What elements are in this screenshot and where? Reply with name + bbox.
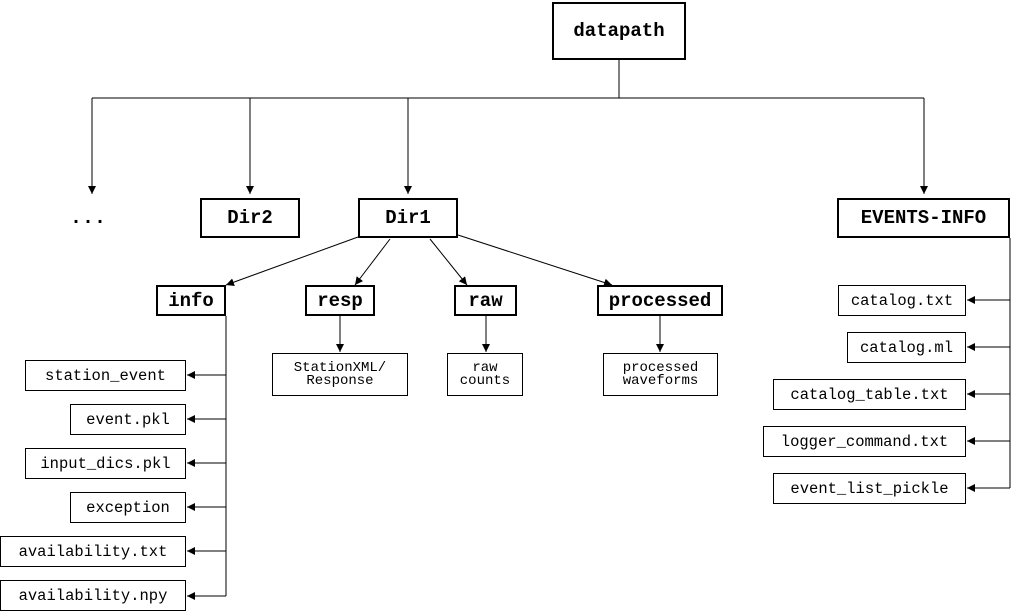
arrow-to-info — [225, 236, 359, 287]
file-event-pkl[interactable]: event.pkl — [70, 404, 186, 435]
file-availability-npy[interactable]: availability.npy — [0, 580, 186, 611]
resp-description: StationXML/ Response — [272, 353, 408, 396]
file-catalog-txt[interactable]: catalog.txt — [838, 285, 966, 316]
processed-node[interactable]: processed — [597, 285, 723, 316]
dir1-node[interactable]: Dir1 — [358, 198, 458, 238]
processed-description: processed waveforms — [603, 353, 718, 396]
file-station-event[interactable]: station_event — [25, 360, 186, 391]
file-event-list-pickle[interactable]: event_list_pickle — [773, 473, 966, 504]
file-logger-command-txt[interactable]: logger_command.txt — [763, 426, 966, 457]
file-catalog-table-txt[interactable]: catalog_table.txt — [773, 379, 966, 410]
events-info-node[interactable]: EVENTS-INFO — [837, 198, 1010, 238]
file-exception[interactable]: exception — [70, 492, 186, 523]
more-dirs-ellipsis: ... — [70, 207, 107, 230]
info-node[interactable]: info — [156, 285, 226, 316]
dir2-node[interactable]: Dir2 — [200, 198, 300, 238]
raw-node[interactable]: raw — [454, 285, 517, 316]
raw-description: raw counts — [447, 353, 523, 396]
resp-node[interactable]: resp — [305, 285, 375, 316]
arrow-to-resp — [354, 238, 391, 286]
file-catalog-ml[interactable]: catalog.ml — [847, 332, 966, 363]
file-input-dics-pkl[interactable]: input_dics.pkl — [25, 448, 186, 479]
arrow-to-processed — [457, 234, 613, 287]
root-node[interactable]: datapath — [552, 2, 686, 60]
arrow-to-raw — [429, 238, 468, 286]
file-availability-txt[interactable]: availability.txt — [0, 536, 186, 567]
